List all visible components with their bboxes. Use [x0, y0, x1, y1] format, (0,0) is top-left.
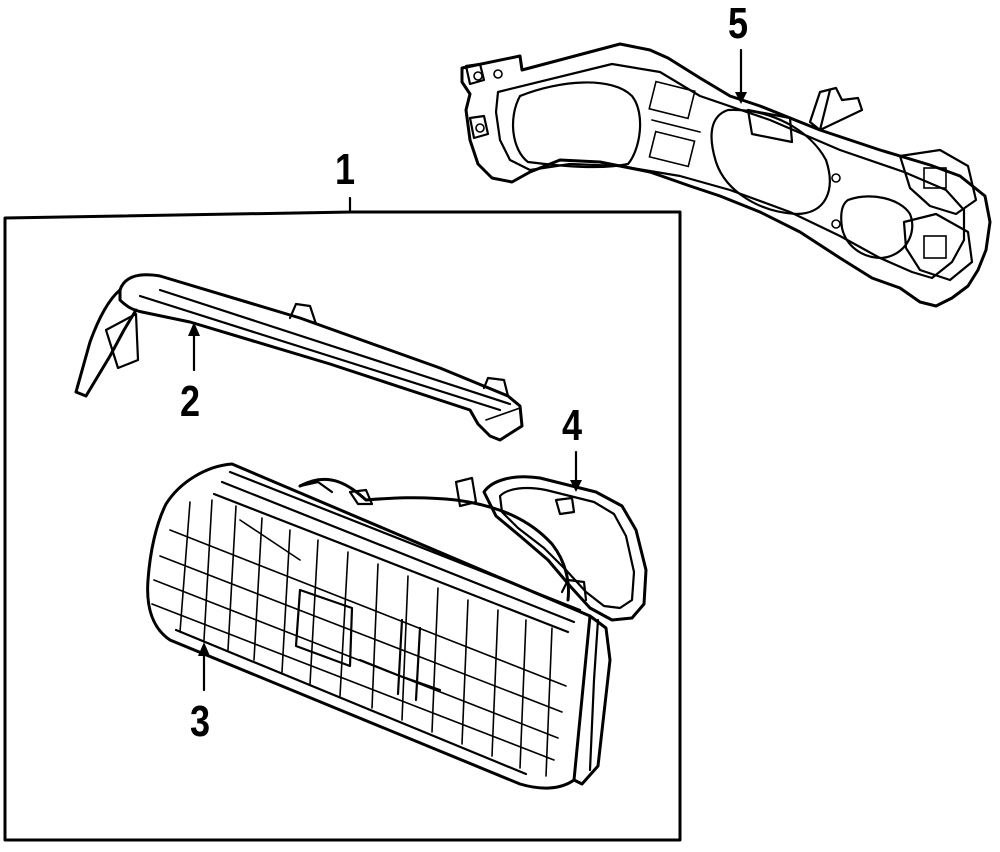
- callout-5: 5: [728, 0, 749, 48]
- callout-2: 2: [180, 377, 201, 426]
- callout-4: 4: [562, 401, 583, 450]
- callout-1: 1: [335, 145, 356, 194]
- part-3-headlamp: [146, 462, 612, 790]
- leader-line-5: [735, 48, 747, 104]
- part-2-upper-molding: [74, 273, 524, 442]
- part-5-mounting-bracket: [460, 42, 992, 308]
- callout-3: 3: [190, 697, 211, 746]
- leader-line-2: [188, 322, 200, 372]
- leader-line-3: [198, 642, 210, 692]
- leader-line-4: [570, 450, 582, 492]
- assembly-box: [3, 210, 682, 842]
